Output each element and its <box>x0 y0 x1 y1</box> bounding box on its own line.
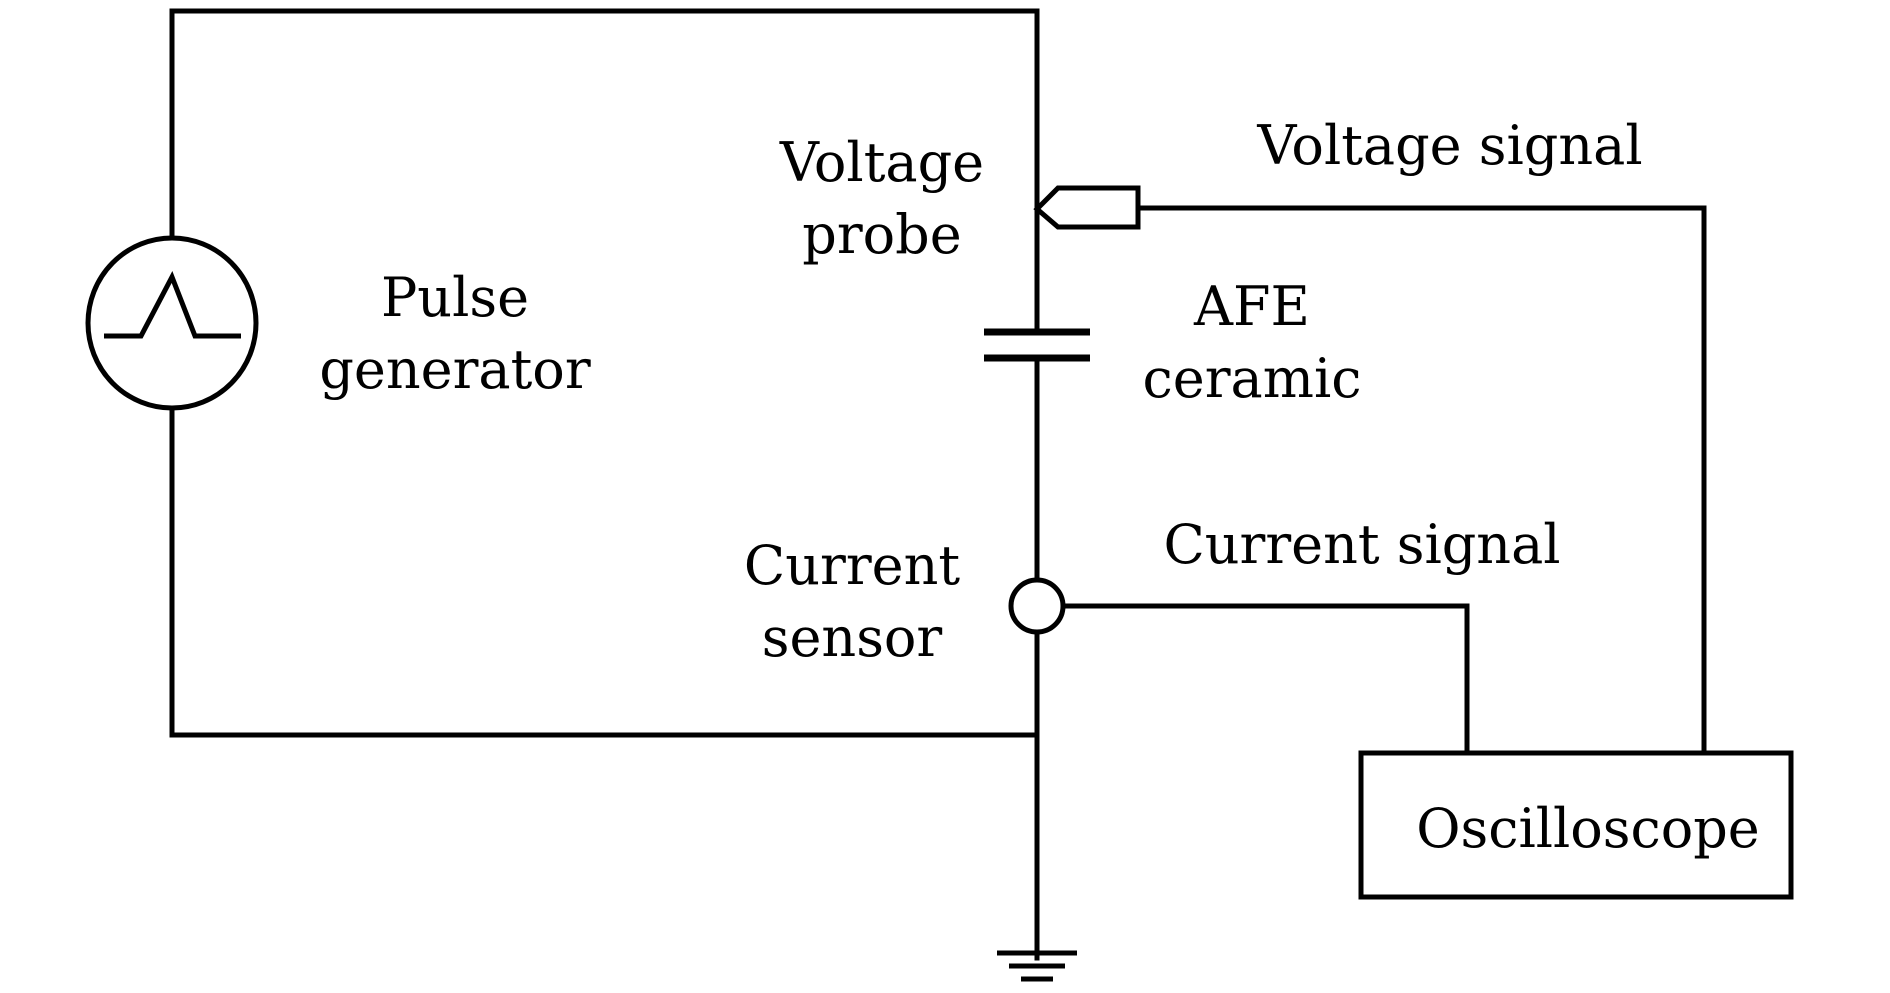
oscilloscope-label: Oscilloscope <box>1416 797 1760 860</box>
oscilloscope-frame <box>1358 750 1794 900</box>
current-sensor-label-line1: Current <box>744 534 960 597</box>
wire-top-left <box>169 8 1040 241</box>
pulse-waveform <box>104 270 241 339</box>
circle-sensor-icon <box>1008 577 1066 635</box>
pulse-generator-label-line2: generator <box>319 338 590 401</box>
oscilloscope-box: Oscilloscope <box>1358 750 1794 900</box>
ground-icon <box>997 950 1077 982</box>
current-sensor-label-line2: sensor <box>762 606 943 669</box>
pulse-source-circle <box>85 235 259 411</box>
probe-icon <box>1033 185 1141 230</box>
probe-body <box>1033 185 1141 230</box>
wire-bottom-left <box>169 405 1040 738</box>
main-circuit-loop <box>169 8 1040 961</box>
voltage-probe-label-line1: Voltage <box>779 131 984 194</box>
afe-ceramic-label-line2: ceramic <box>1143 347 1362 410</box>
pulse-source-icon <box>85 235 259 411</box>
capacitor-icon <box>984 328 1090 362</box>
afe-ceramic-label-line1: AFE <box>1193 275 1310 338</box>
pulse-generator-label-line1: Pulse <box>381 266 529 329</box>
voltage-signal-wire <box>1135 205 1707 755</box>
current-signal-wire <box>1060 603 1470 755</box>
current-signal-label: Current signal <box>1163 513 1560 576</box>
voltage-signal-label: Voltage signal <box>1256 114 1642 177</box>
voltage-probe-label-line2: probe <box>802 203 961 266</box>
